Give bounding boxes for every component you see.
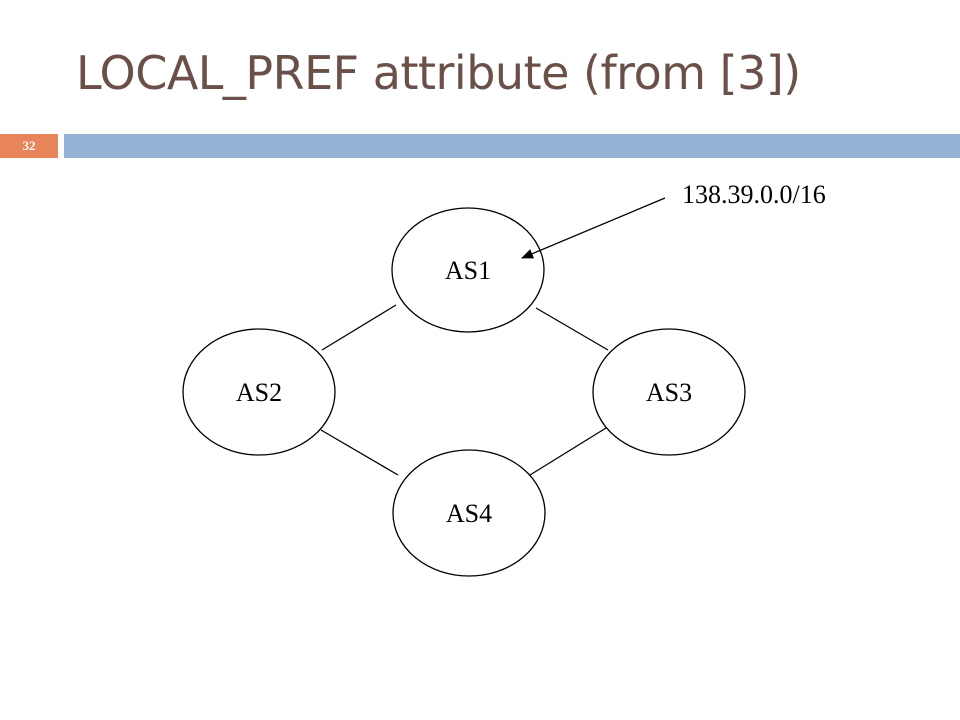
link-as3-as4 <box>529 427 607 476</box>
link-as1-as3 <box>535 307 609 351</box>
node-as3: AS3 <box>592 328 746 456</box>
prefix-arrow <box>521 197 666 259</box>
prefix-label: 138.39.0.0/16 <box>682 180 826 209</box>
slide-number-box <box>0 134 58 158</box>
node-as4: AS4 <box>392 449 546 577</box>
slide-number: 32 <box>22 138 36 153</box>
slide-title: LOCAL_PREF attribute (from [3]) <box>76 46 801 100</box>
link-as2-as4 <box>320 429 399 476</box>
node-label-as3: AS3 <box>646 378 692 407</box>
title-bar <box>64 134 960 158</box>
node-label-as1: AS1 <box>445 256 491 285</box>
node-as1: AS1 <box>391 207 545 333</box>
node-as2: AS2 <box>182 328 336 456</box>
node-label-as2: AS2 <box>236 378 282 407</box>
node-label-as4: AS4 <box>446 499 492 528</box>
link-as1-as2 <box>321 304 397 351</box>
